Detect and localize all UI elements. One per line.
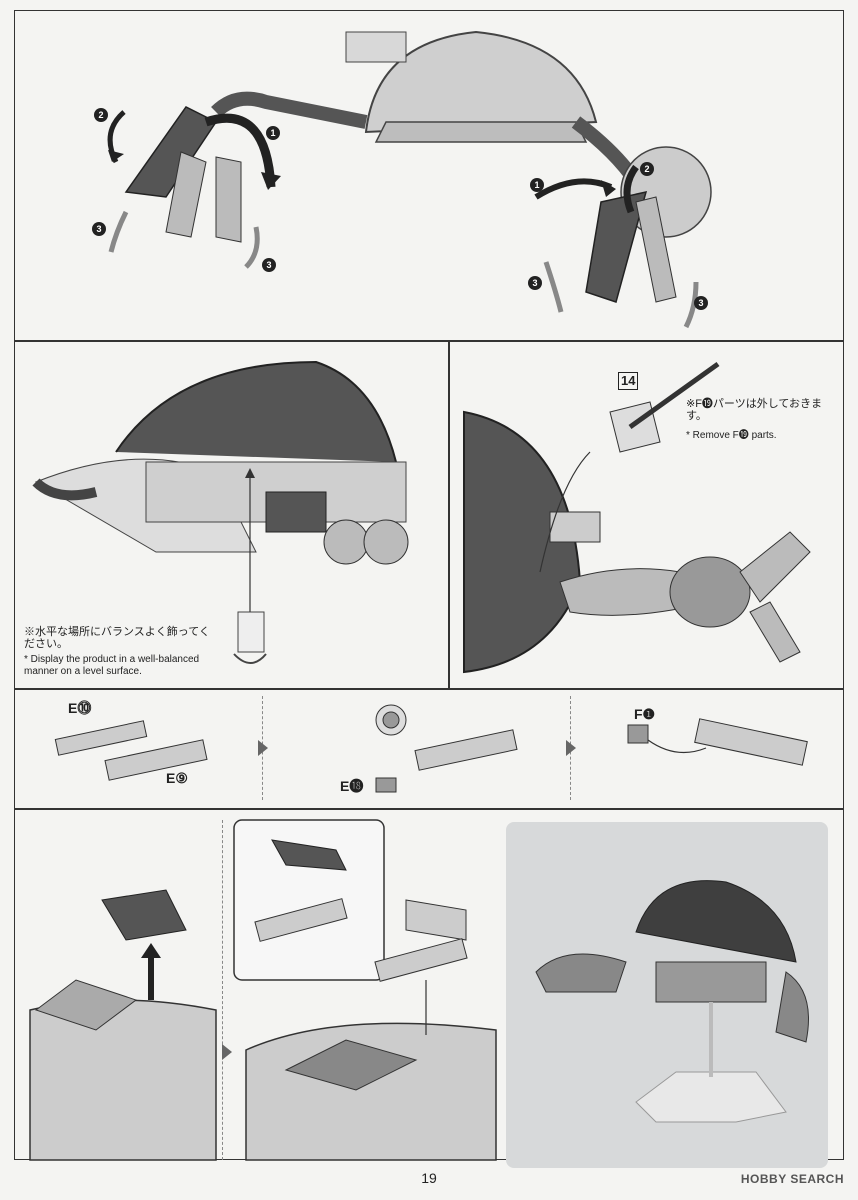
part-label-e18: E⓲ bbox=[340, 778, 364, 794]
next-arrow-2 bbox=[566, 740, 576, 756]
remove-part-illustration bbox=[463, 361, 811, 674]
barrel-assembly-illustration bbox=[54, 704, 808, 793]
part-label-f1: F❶ bbox=[634, 706, 656, 722]
remove-note-jp: ※F⓳パーツは外しておきます。 bbox=[686, 398, 823, 422]
panel-final-assembly bbox=[16, 810, 506, 1164]
final-assembly-illustration bbox=[29, 819, 497, 1161]
callout-3-left-b: 3 bbox=[262, 258, 276, 272]
stand-illustration bbox=[32, 360, 409, 664]
panel-remove-part bbox=[450, 342, 842, 686]
display-note-en: * Display the product in a well-balanced… bbox=[24, 654, 200, 677]
divider-1 bbox=[14, 340, 844, 342]
callout-2-left: 2 bbox=[94, 108, 108, 122]
display-note-jp: ※水平な場所にバランスよく飾ってください。 bbox=[24, 626, 210, 650]
part-label-e10: E⓾ bbox=[68, 700, 92, 716]
next-arrow-1 bbox=[258, 740, 268, 756]
panel-stand bbox=[16, 342, 446, 686]
dashed-divider-3 bbox=[222, 820, 223, 1160]
step-number: 14 bbox=[618, 372, 639, 390]
mecha-leg-illustration bbox=[107, 30, 712, 329]
page-number: 19 bbox=[421, 1170, 437, 1186]
callout-3-right-b: 3 bbox=[694, 296, 708, 310]
product-photo-graphic bbox=[535, 880, 809, 1123]
divider-4 bbox=[14, 808, 844, 810]
callout-1-left: 1 bbox=[266, 126, 280, 140]
watermark: HOBBY SEARCH bbox=[740, 1172, 844, 1186]
callout-3-left-a: 3 bbox=[92, 222, 106, 236]
panel-barrel-assembly bbox=[16, 690, 842, 806]
divider-3 bbox=[14, 688, 844, 690]
next-arrow-3 bbox=[222, 1044, 232, 1060]
remove-note-en: * Remove F⓳ parts. bbox=[686, 430, 777, 441]
callout-3-right-a: 3 bbox=[528, 276, 542, 290]
product-photo bbox=[506, 822, 828, 1168]
panel-leg-fold bbox=[16, 12, 842, 338]
callout-1-right: 1 bbox=[530, 178, 544, 192]
callout-2-right: 2 bbox=[640, 162, 654, 176]
divider-2 bbox=[448, 340, 450, 688]
part-label-e9: E⑨ bbox=[166, 770, 188, 786]
